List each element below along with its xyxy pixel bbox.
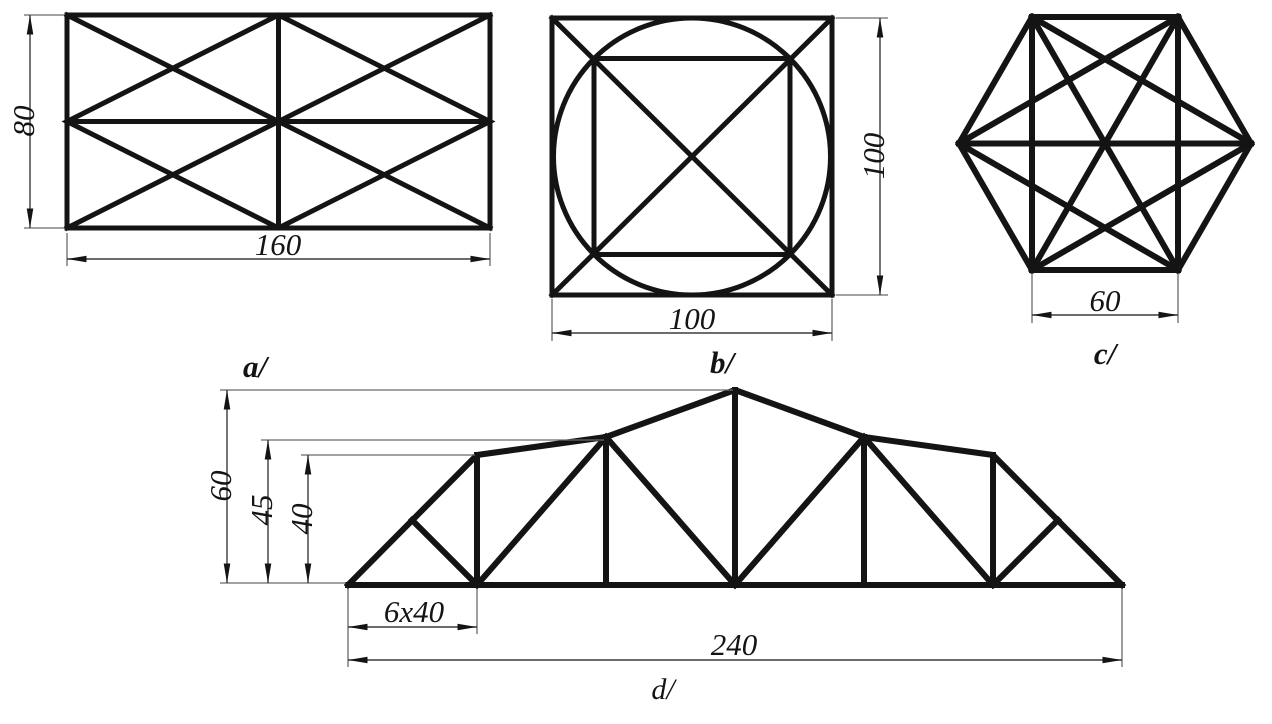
figure-a-dimensions: 80 160 [6, 14, 491, 266]
short-diagonal [1027, 12, 1256, 148]
end-strut [407, 515, 482, 590]
short-diagonal [954, 12, 1183, 148]
diagonal-2 [548, 14, 836, 299]
height-dimension-label: 80 [6, 105, 41, 137]
long-diagonal [1027, 12, 1183, 275]
figure-d-geometry [343, 387, 1127, 590]
short-diagonal [1027, 139, 1256, 275]
figure-a-label: a/ [243, 349, 270, 384]
figure-d-label: d/ [651, 673, 677, 706]
end-strut [988, 515, 1063, 590]
width-dimension-label: 100 [669, 301, 716, 336]
midpoint-rhombus [61, 12, 496, 231]
height-45-label: 45 [244, 495, 279, 526]
figure-c-label: c/ [1094, 336, 1119, 371]
figure-a: 80 160 a/ [6, 11, 496, 384]
height-40-label: 40 [284, 503, 319, 535]
width-dimension-label: 160 [255, 227, 302, 262]
height-dimension-label: 100 [856, 132, 891, 179]
figure-d: 60 45 40 6x40 240 d/ [203, 387, 1127, 706]
figure-c: 60 c/ [954, 12, 1256, 371]
short-diagonal [954, 139, 1183, 275]
span-dimension-label: 240 [711, 627, 758, 662]
figure-c-geometry [954, 12, 1256, 275]
diagonal-member [601, 432, 740, 590]
figure-b: 100 100 b/ [548, 14, 891, 380]
figure-d-dimensions: 60 45 40 6x40 240 [203, 389, 1123, 667]
height-60-label: 60 [203, 470, 238, 502]
diagonal-2 [63, 11, 494, 232]
figure-b-geometry [548, 14, 836, 299]
figure-a-geometry [61, 11, 496, 232]
figure-c-dimensions: 60 [1031, 274, 1179, 323]
inner-square [591, 56, 793, 257]
figure-b-label: b/ [710, 345, 737, 380]
figure-b-dimensions: 100 100 [551, 17, 891, 341]
side-dimension-label: 60 [1090, 283, 1122, 318]
diagonal-member [472, 432, 611, 590]
inscribed-circle [551, 15, 833, 298]
diagonal-member [859, 432, 998, 590]
diagonal-member [730, 432, 869, 590]
panel-dimension-label: 6x40 [384, 594, 445, 629]
